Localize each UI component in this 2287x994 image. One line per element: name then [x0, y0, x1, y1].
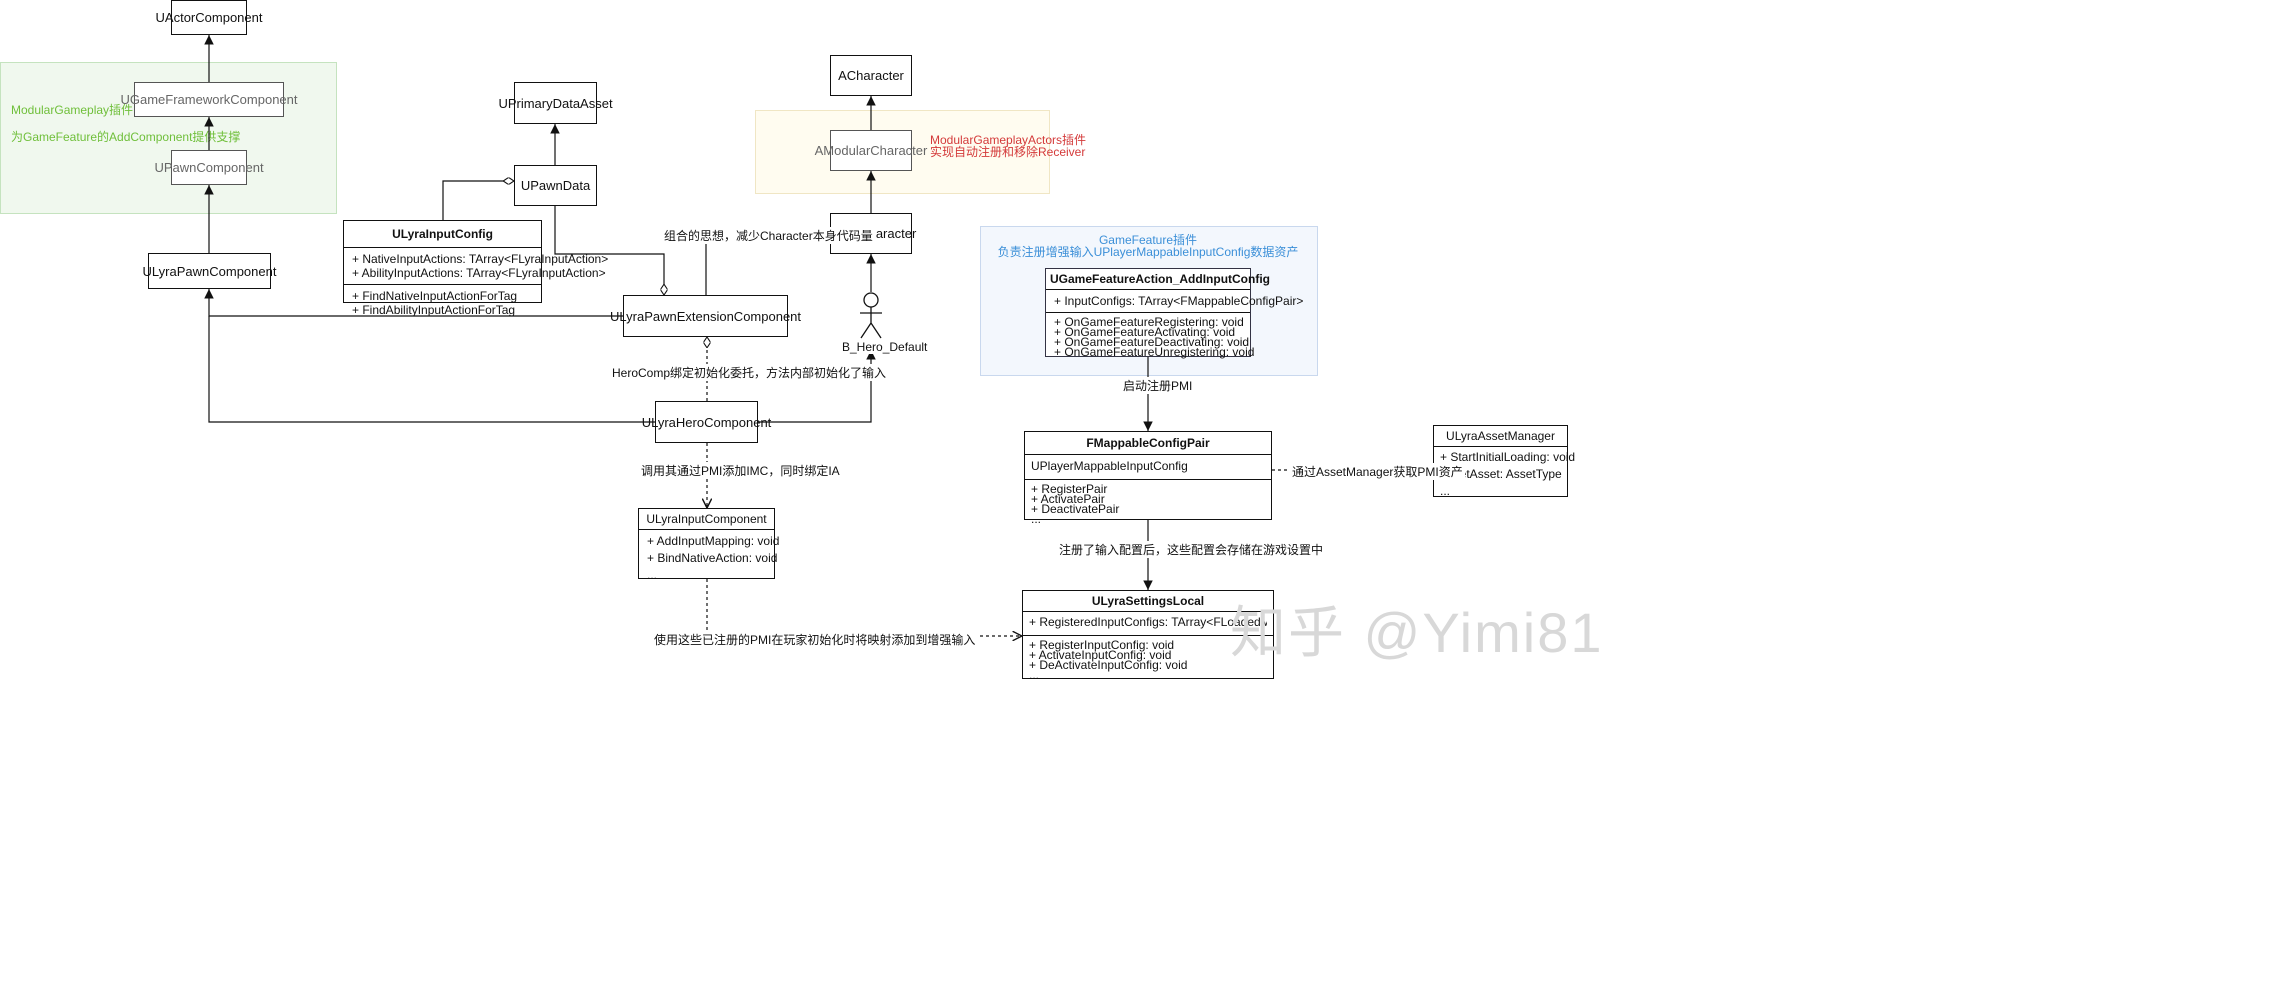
ugamefeatureaction-method: + OnGameFeatureRegistering: void	[1054, 315, 1244, 329]
edge-label-call-pmi: 调用其通过PMI添加IMC，同时绑定IA	[639, 462, 842, 479]
modular-actors-note-desc: 实现自动注册和移除Receiver	[930, 145, 1086, 159]
ugameframeworkcomponent-node: UGameFrameworkComponent	[121, 82, 298, 117]
actor-name-label: B_Hero_Default	[842, 340, 928, 354]
ulyrapawnextensioncomponent-node: ULyraPawnExtensionComponent	[610, 295, 801, 337]
ulyrainputconfig-title: ULyraInputConfig	[344, 221, 541, 248]
edge-label-asset-manager: 通过AssetManager获取PMI资产	[1290, 463, 1465, 480]
ulyrainputconfig-field: + AbilityInputActions: TArray<FLyraInput…	[352, 266, 606, 280]
ulyrasettingslocal-class: ULyraSettingsLocal + RegisteredInputConf…	[1022, 590, 1274, 681]
ulyraassetmanager-class: ULyraAssetManager + StartInitialLoading:…	[1433, 425, 1575, 498]
upawncomponent-node: UPawnComponent	[154, 150, 264, 185]
ulyrainputconfig-field: + NativeInputActions: TArray<FLyraInputA…	[352, 252, 609, 266]
ugamefeatureaction-methods: + OnGameFeatureRegistering: void + OnGam…	[1046, 313, 1255, 361]
ulyrapawncomponent-node: ULyraPawnComponent	[143, 253, 276, 289]
fmappableconfigpair-method: + RegisterPair	[1031, 482, 1108, 496]
ulyraassetmanager-row: + StartInitialLoading: void	[1440, 450, 1576, 464]
ulyraassetmanager-rows: + StartInitialLoading: void + GetAsset: …	[1434, 447, 1576, 502]
amodularcharacter-node: AModularCharacter	[815, 130, 927, 171]
fmappableconfigpair-title: FMappableConfigPair	[1025, 432, 1271, 455]
ulyrasettingslocal-method: + RegisterInputConfig: void	[1029, 638, 1175, 652]
ulyrainputcomponent-row: + BindNativeAction: void	[647, 551, 778, 565]
ulyrasettingslocal-method: ...	[1029, 668, 1040, 682]
ulyrainputcomponent-row: ...	[647, 568, 658, 582]
fmappableconfigpair-method: + DeactivatePair	[1031, 502, 1120, 516]
ugamefeatureaction-method: + OnGameFeatureActivating: void	[1054, 325, 1236, 339]
edge-inputcomp-to-settings	[706, 579, 1022, 636]
edge-label-hero-bind: HeroComp绑定初始化委托，方法内部初始化了输入	[610, 364, 889, 381]
ugamefeatureaction-method: + OnGameFeatureDeactivating: void	[1054, 335, 1250, 349]
ugamefeatureaction-title: UGameFeatureAction_AddInputConfig	[1046, 269, 1270, 290]
ulyrainputconfig-method: + FindNativeInputActionForTag	[352, 289, 518, 303]
modular-gameplay-note-title: ModularGameplay插件	[11, 103, 134, 117]
uactorcomponent-node: UActorComponent	[156, 0, 262, 35]
edge-pawndata-to-ext	[554, 206, 664, 295]
ulyrasettingslocal-field: + RegisteredInputConfigs: TArray<FLoaded…	[1029, 615, 1267, 629]
ulyrasettingslocal-title: ULyraSettingsLocal	[1023, 591, 1273, 612]
ugamefeatureaction-fields: + InputConfigs: TArray<FMappableConfigPa…	[1046, 290, 1304, 313]
edge-label-register-pmi: 启动注册PMI	[1121, 377, 1195, 394]
fmappableconfigpair-method: + ActivatePair	[1031, 492, 1105, 506]
ulyrainputcomponent-class: ULyraInputComponent + AddInputMapping: v…	[638, 508, 779, 582]
ugamefeatureaction-class: UGameFeatureAction_AddInputConfig + Inpu…	[1045, 268, 1304, 358]
ulyrasettingslocal-method: + ActivateInputConfig: void	[1029, 648, 1172, 662]
ugamefeatureaction-method: + OnGameFeatureUnregistering: void	[1054, 345, 1255, 359]
edge-label-stored: 注册了输入配置后，这些配置会存储在游戏设置中	[1057, 541, 1326, 558]
ulyrainputcomponent-title: ULyraInputComponent	[639, 509, 774, 530]
edge-label-use-pmi: 使用这些已注册的PMI在玩家初始化时将映射添加到增强输入	[652, 631, 978, 648]
ulyrainputconfig-fields: + NativeInputActions: TArray<FLyraInputA…	[344, 248, 609, 285]
ulyrainputcomponent-rows: + AddInputMapping: void + BindNativeActi…	[639, 530, 780, 587]
ulyrainputconfig-class: ULyraInputConfig + NativeInputActions: T…	[343, 220, 609, 317]
fmappableconfigpair-field: UPlayerMappableInputConfig	[1031, 459, 1188, 473]
fmappableconfigpair-methods: + RegisterPair + ActivatePair + Deactiva…	[1025, 480, 1271, 528]
upawndata-node: UPawnData	[514, 165, 597, 206]
ulyraherocomponent-node: ULyraHeroComponent	[642, 401, 771, 443]
edge-hero-to-lyrapawn	[208, 316, 655, 423]
modular-gameplay-note-desc: 为GameFeature的AddComponent提供支撑	[11, 130, 241, 144]
edge-inputconfig-to-pawndata	[442, 181, 514, 220]
edge-label-composition: 组合的思想，减少Character本身代码量	[662, 227, 875, 244]
edge-hero-to-actor	[758, 350, 876, 423]
game-feature-note-title: GameFeature插件	[1098, 233, 1198, 247]
game-feature-note-desc: 负责注册增强输入UPlayerMappableInputConfig数据资产	[997, 245, 1299, 259]
uprimarydataasset-node: UPrimaryDataAsset	[498, 82, 613, 124]
fmappableconfigpair-method: ...	[1031, 512, 1042, 526]
fmappableconfigpair-fields: UPlayerMappableInputConfig	[1025, 455, 1271, 480]
ulyraassetmanager-row: ...	[1440, 484, 1451, 498]
acharacter-node: ACharacter	[830, 55, 912, 96]
ulyrainputconfig-methods: + FindNativeInputActionForTag + FindAbil…	[344, 285, 541, 321]
ulyrasettingslocal-fields: + RegisteredInputConfigs: TArray<FLoaded…	[1023, 612, 1273, 636]
ulyrasettingslocal-methods: + RegisterInputConfig: void + ActivateIn…	[1023, 636, 1273, 684]
watermark: 知乎 @Yimi81	[1230, 601, 1604, 664]
fmappableconfigpair-class: FMappableConfigPair UPlayerMappableInput…	[1024, 431, 1272, 525]
modular-actors-note-title: ModularGameplayActors插件	[930, 133, 1087, 147]
ulyraassetmanager-title: ULyraAssetManager	[1434, 426, 1567, 447]
ugamefeatureaction-field: + InputConfigs: TArray<FMappableConfigPa…	[1054, 294, 1304, 308]
ulyrasettingslocal-method: + DeActivateInputConfig: void	[1029, 658, 1188, 672]
ulyraassetmanager-row: + GetAsset: AssetType	[1440, 467, 1562, 481]
ulyrainputcomponent-row: + AddInputMapping: void	[647, 534, 780, 548]
ulyrainputconfig-method: + FindAbilityInputActionForTag	[352, 303, 516, 317]
actor-figure	[860, 292, 882, 339]
